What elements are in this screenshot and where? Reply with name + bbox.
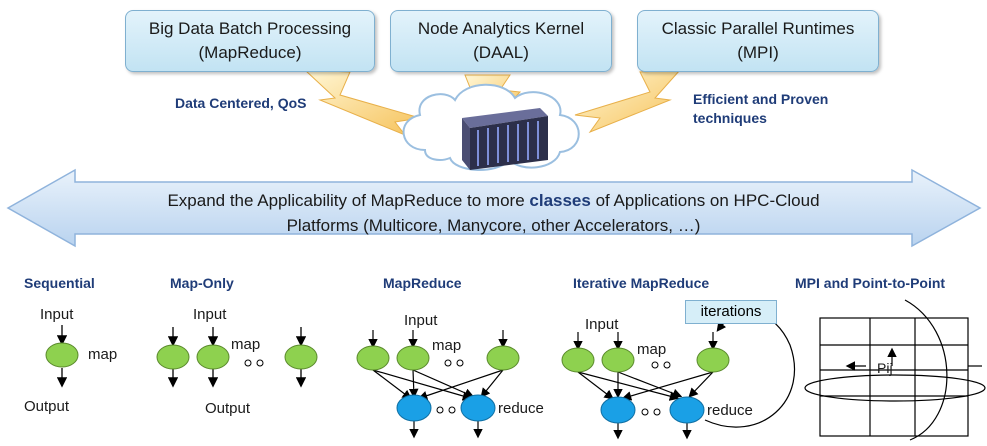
map-label: map [637,341,667,358]
reduce-label: reduce [707,402,753,419]
data-centered-label: Data Centered, QoS [175,95,307,111]
mapreduce-title: MapReduce [383,275,462,291]
map-node [396,345,430,371]
banner-bold-word: classes [529,191,591,210]
ellipsis-dot [653,408,661,416]
server-rack-icon [462,108,548,170]
map-node [196,344,230,370]
box-line2: (MPI) [737,43,779,62]
expand-banner-arrow [6,168,982,248]
mpi-box: Classic Parallel Runtimes (MPI) [637,10,879,72]
reduce-node [669,396,705,424]
map-node [561,347,595,373]
map-label: map [432,337,462,354]
box-line1: Node Analytics Kernel [417,19,585,38]
reduce-node [600,396,636,424]
box-line2: (DAAL) [473,43,529,62]
sequential-title: Sequential [24,275,95,291]
mapreduce-box: Big Data Batch Processing (MapReduce) [125,10,375,72]
map-node [45,342,79,368]
box-line1: Classic Parallel Runtimes [661,19,855,38]
map-label: map [88,346,118,363]
map-node [356,345,390,371]
banner-line2: Platforms (Multicore, Manycore, other Ac… [286,216,701,235]
box-line2: (MapReduce) [198,43,302,62]
map-node [156,344,190,370]
box-line1: Big Data Batch Processing [148,19,352,38]
output-label: Output [24,398,70,415]
iterative-mapreduce-title: Iterative MapReduce [573,275,710,291]
label-line2: techniques [693,110,767,126]
ellipsis-dot [448,406,456,414]
mapreduce-diagram [368,330,508,439]
input-label: Input [193,306,227,323]
ellipsis-dot [444,359,452,367]
reduce-node [460,394,496,422]
output-label: Output [205,400,251,417]
efficient-techniques-label: Efficient and Proven techniques [693,90,828,128]
mpi-title: MPI and Point-to-Point [795,275,946,291]
label-line1: Efficient and Proven [693,91,829,107]
lightning-bolt-right-icon [574,69,682,134]
map-node [696,347,730,373]
input-label: Input [585,316,619,333]
banner-line1: Expand the Applicability of MapReduce to… [80,188,907,213]
daal-box: Node Analytics Kernel (DAAL) [390,10,612,72]
map-node [601,347,635,373]
ellipsis-dot [436,406,444,414]
banner-text: Expand the Applicability of MapReduce to… [80,188,907,238]
ellipsis-dot [641,408,649,416]
reduce-node [396,394,432,422]
pij-label: Pij [877,360,893,376]
map-only-title: Map-Only [170,275,234,291]
ellipsis-dot [456,359,464,367]
banner-part2: of Applications on HPC-Cloud [590,191,820,210]
input-label: Input [404,312,438,329]
map-only-diagram [167,327,307,388]
map-node [284,344,318,370]
reduce-label: reduce [498,400,544,417]
lightning-bolt-left-icon [303,69,421,137]
map-node [486,345,520,371]
mpi-grid [804,299,986,441]
ellipsis-dot [256,359,264,367]
banner-part1: Expand the Applicability of MapReduce to… [167,191,530,210]
ellipsis-dot [663,361,671,369]
input-label: Input [40,306,74,323]
iterations-label: iterations [685,300,777,324]
map-label: map [231,336,261,353]
ellipsis-dot [244,359,252,367]
ellipsis-dot [651,361,659,369]
